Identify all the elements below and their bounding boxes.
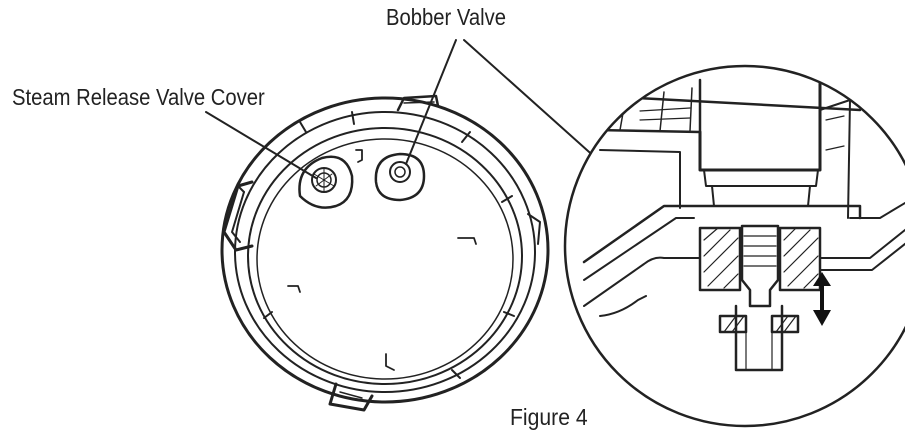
steam-release-leader-line (205, 111, 317, 179)
detail-bobber-pin (734, 224, 784, 372)
bobber-valve-detail-view (563, 64, 905, 428)
double-arrow-vertical-icon (813, 272, 831, 326)
detail-lid-plate (582, 199, 905, 317)
lid-left-handle (222, 180, 254, 252)
bobber-valve (374, 152, 426, 202)
lid-rim-notches (263, 111, 515, 379)
bobber-valve-leader-line-to-lid (405, 39, 457, 165)
bobber-valve-label: Bobber Valve (386, 4, 507, 30)
steam-release-valve-cover (298, 155, 354, 209)
steam-release-valve-cover-label: Steam Release Valve Cover (12, 84, 265, 110)
lid-inner-plate (256, 138, 514, 380)
lid-bottom-handle (328, 382, 374, 412)
detail-valve-body (698, 226, 822, 292)
lid-outer-rim (220, 96, 550, 404)
lid-locking-pins (287, 149, 477, 371)
lid-top-tab (396, 94, 440, 112)
pressure-cooker-lid (205, 39, 713, 412)
lid-gasket-ring (247, 127, 523, 385)
lid-right-lug (527, 213, 541, 245)
detail-silicone-cap (718, 314, 800, 334)
lid-rim-inner-edge (234, 111, 536, 393)
detail-upper-housing (594, 78, 862, 219)
figure-caption: Figure 4 (510, 404, 588, 430)
